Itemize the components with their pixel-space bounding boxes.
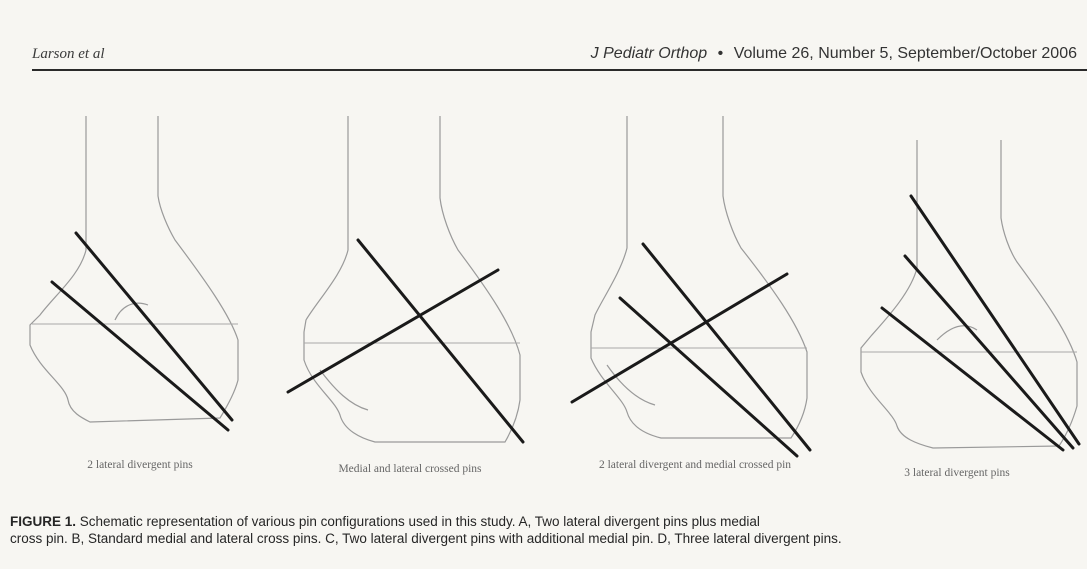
caption-text-1: Schematic representation of various pin … — [80, 514, 760, 529]
running-head-author: Larson et al — [32, 46, 105, 63]
femur-outline — [591, 116, 807, 438]
panel-label: 3 lateral divergent pins — [827, 466, 1087, 480]
journal-name: J Pediatr Orthop — [591, 45, 708, 62]
running-head-journal: J Pediatr Orthop • Volume 26, Number 5, … — [591, 45, 1077, 63]
caption-line-2: cross pin. B, Standard medial and latera… — [10, 530, 1085, 547]
femur-diagram-b — [280, 100, 540, 500]
figure-panel-b: Medial and lateral crossed pins — [280, 100, 540, 500]
pin-lateral-1 — [76, 233, 232, 420]
figure-panel-d: 3 lateral divergent pins — [827, 100, 1087, 500]
caption-figure-label: FIGURE 1. — [10, 514, 76, 529]
pin-lateral-1 — [911, 196, 1079, 444]
femur-diagram-c — [565, 100, 825, 500]
journal-issue: Volume 26, Number 5, September/October 2… — [734, 45, 1077, 62]
panel-label: 2 lateral divergent and medial crossed p… — [565, 458, 825, 472]
pin-lateral-2 — [52, 282, 228, 430]
femur-diagram-a — [10, 100, 270, 500]
panel-label: Medial and lateral crossed pins — [280, 462, 540, 476]
femur-outline — [30, 116, 238, 422]
femur-outline — [861, 140, 1077, 448]
femur-outline — [304, 116, 520, 442]
header-rule — [32, 69, 1087, 71]
figure-caption: FIGURE 1. Schematic representation of va… — [10, 513, 1085, 547]
panel-label: 2 lateral divergent pins — [10, 458, 270, 472]
figure-panel-a: 2 lateral divergent pins — [10, 100, 270, 500]
figure-panel-c: 2 lateral divergent and medial crossed p… — [565, 100, 825, 500]
running-head: Larson et al J Pediatr Orthop • Volume 2… — [0, 0, 1087, 80]
femur-diagram-d — [827, 100, 1087, 500]
figure-1: 2 lateral divergent pins Medial and late… — [0, 100, 1087, 500]
journal-separator: • — [718, 45, 724, 62]
caption-line-1: FIGURE 1. Schematic representation of va… — [10, 513, 1085, 530]
